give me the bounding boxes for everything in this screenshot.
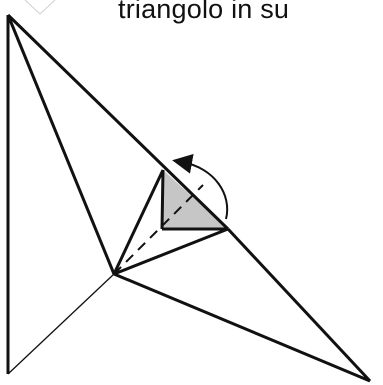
right-long-edge [226, 227, 372, 383]
inner-fold-line [6, 14, 116, 275]
caption-text: triangolo in su [118, 0, 290, 24]
dashed-diagonal-line [113, 184, 204, 275]
lower-long-edge [113, 272, 371, 383]
fold-up-arrow [172, 153, 229, 220]
page-corner-stub [24, 0, 56, 15]
thin-crease-line [7, 273, 115, 375]
center-left-line [112, 169, 165, 275]
center-right-line [113, 227, 229, 276]
top-fold-line [6, 13, 230, 231]
triangle-left-side [160, 169, 165, 230]
